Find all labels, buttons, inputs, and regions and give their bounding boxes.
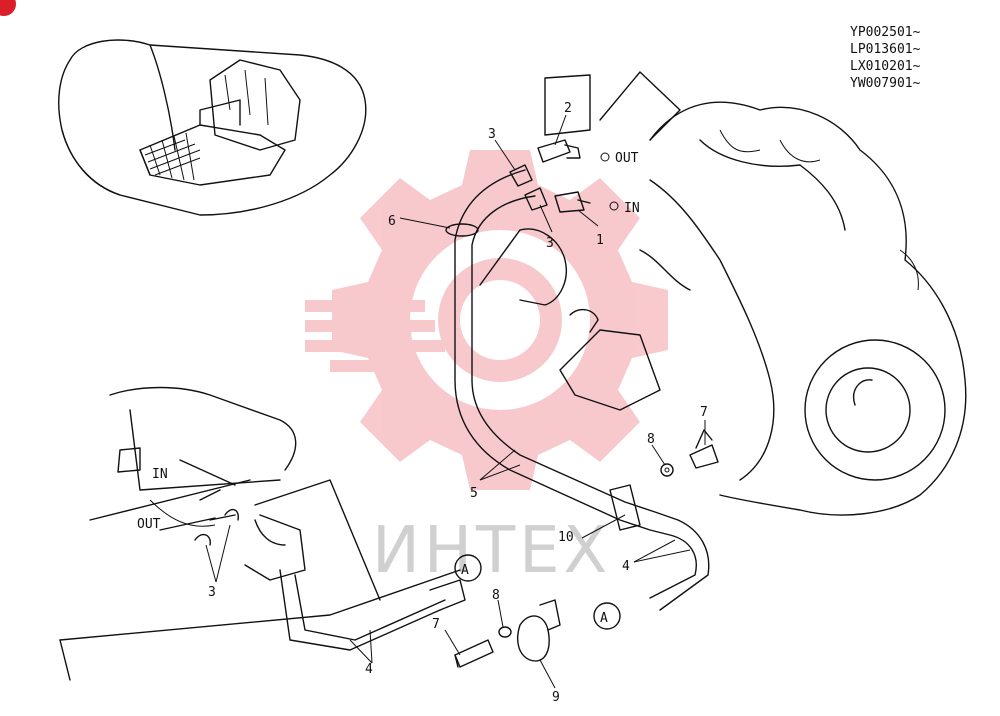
section-marker-label: A <box>461 563 469 578</box>
hose-clamp <box>445 223 479 237</box>
callout-number: 3 <box>208 585 216 600</box>
flywheel-outer <box>804 339 946 481</box>
watermark-gear <box>332 150 668 490</box>
section-marker: A <box>454 554 482 582</box>
overview-inset <box>58 39 367 216</box>
callout-number: 9 <box>552 690 560 705</box>
callout-number: 8 <box>492 588 500 603</box>
port-out-label: OUT <box>615 151 639 166</box>
watermark-logo <box>305 150 668 490</box>
callout-number: 1 <box>596 233 604 248</box>
serial-ranges: YP002501~ LP013601~ LX010201~ YW007901~ <box>850 25 921 91</box>
callout-number: 10 <box>558 530 574 545</box>
hose-bracket <box>609 484 641 531</box>
flywheel-inner <box>825 367 911 453</box>
serial-range: YW007901~ <box>850 76 921 91</box>
callout-number: 8 <box>647 432 655 447</box>
port-in-label: IN <box>624 201 640 216</box>
engine-block <box>479 71 967 516</box>
section-marker-label: A <box>600 611 608 626</box>
inset-in-label: IN <box>152 467 168 482</box>
corner-badge <box>0 0 16 16</box>
serial-range: LX010201~ <box>850 59 921 74</box>
main-hose <box>445 169 710 611</box>
callouts: 1 2 3 3 3 4 4 5 6 7 7 8 8 9 10 <box>208 101 708 705</box>
bolt-assembly-bottom <box>454 599 561 668</box>
bolt-assembly-right <box>660 429 719 477</box>
callout-number: 6 <box>388 214 396 229</box>
serial-range: YP002501~ <box>850 25 921 40</box>
callout-number: 7 <box>700 405 708 420</box>
leader-lines <box>205 114 706 689</box>
callout-number: 2 <box>564 101 572 116</box>
callout-number: 4 <box>622 559 630 574</box>
callout-number: 7 <box>432 617 440 632</box>
serial-range: LP013601~ <box>850 42 921 57</box>
callout-number: 3 <box>488 127 496 142</box>
inset-crosshatch <box>144 132 201 181</box>
callout-number: 4 <box>365 662 373 677</box>
callout-number: 3 <box>546 236 554 251</box>
watermark-text: ИНТЕХ <box>372 514 611 588</box>
callout-number: 5 <box>470 486 478 501</box>
chassis-inset <box>59 386 466 681</box>
inset-out-label: OUT <box>137 517 161 532</box>
watermark-stripes <box>305 300 445 372</box>
section-marker: A <box>593 602 621 630</box>
